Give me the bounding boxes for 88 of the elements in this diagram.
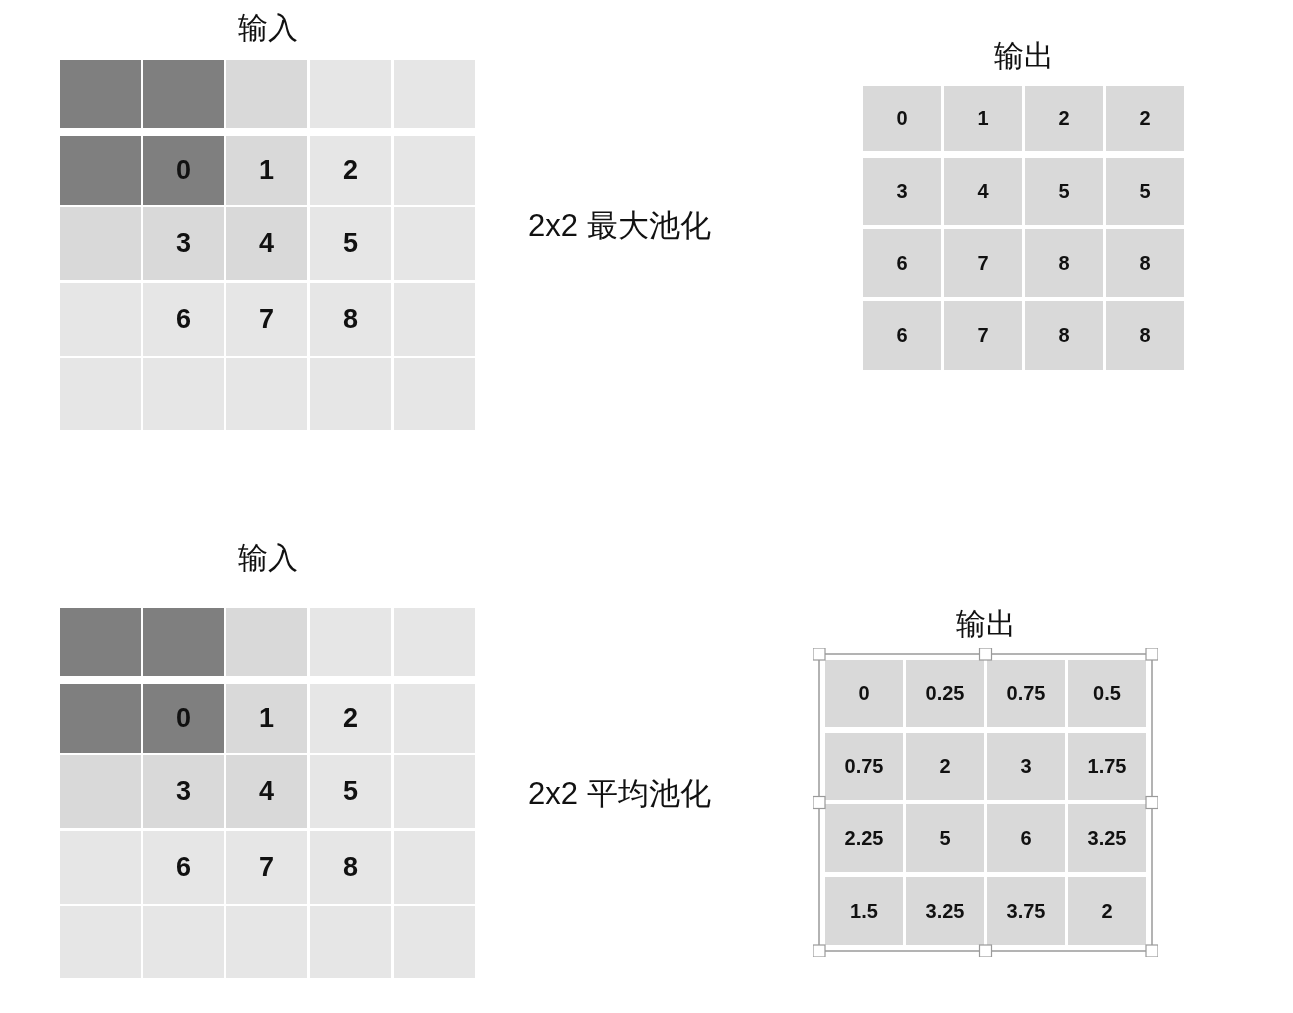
- grid-cell: [143, 60, 224, 128]
- grid-cell: [226, 60, 307, 128]
- operation-label: 2x2 最大池化: [528, 207, 711, 245]
- grid-cell: [394, 608, 475, 676]
- grid-cell: 3: [143, 207, 224, 280]
- grid-cell: [60, 358, 141, 430]
- grid-cell: 1: [944, 86, 1022, 151]
- grid-cell: 6: [863, 301, 941, 370]
- grid-cell: 0: [143, 136, 224, 205]
- grid-cell: [310, 358, 391, 430]
- grid-cell: 6: [143, 831, 224, 904]
- grid-cell: 5: [1025, 158, 1103, 225]
- grid-cell: 4: [944, 158, 1022, 225]
- grid-cell: 3: [987, 733, 1065, 800]
- grid-cell: 0: [143, 684, 224, 753]
- grid-cell: 2: [906, 733, 984, 800]
- grid-cell: 0.5: [1068, 660, 1146, 727]
- grid-cell: [60, 755, 141, 828]
- grid-cell: 8: [1025, 301, 1103, 370]
- grid-cell: 8: [1106, 301, 1184, 370]
- grid-cell: 8: [1106, 229, 1184, 297]
- grid-cell: 5: [1106, 158, 1184, 225]
- grid-cell: [394, 136, 475, 205]
- grid-cell: [143, 358, 224, 430]
- grid-heading: 输出: [992, 38, 1055, 74]
- grid-cell: [394, 684, 475, 753]
- grid-cell: 2: [310, 136, 391, 205]
- grid-cell: [394, 207, 475, 280]
- grid-cell: 7: [944, 229, 1022, 297]
- grid-cell: 6: [987, 804, 1065, 872]
- grid-cell: 3.25: [906, 877, 984, 945]
- grid-cell: [143, 906, 224, 978]
- grid-cell: 7: [226, 831, 307, 904]
- grid-cell: [60, 207, 141, 280]
- grid-cell: 0.75: [825, 733, 903, 800]
- grid-cell: 5: [310, 207, 391, 280]
- grid-cell: [226, 358, 307, 430]
- grid-cell: [226, 608, 307, 676]
- grid-cell: 4: [226, 755, 307, 828]
- grid-cell: [310, 608, 391, 676]
- grid-cell: 6: [863, 229, 941, 297]
- grid-cell: [394, 831, 475, 904]
- grid-heading: 输入: [236, 10, 299, 46]
- grid-cell: 8: [1025, 229, 1103, 297]
- grid-cell: [226, 906, 307, 978]
- grid-cell: 2: [1106, 86, 1184, 151]
- grid-cell: [60, 831, 141, 904]
- grid-cell: [394, 60, 475, 128]
- grid-cell: 3.75: [987, 877, 1065, 945]
- grid-cell: [394, 755, 475, 828]
- grid-cell: [394, 283, 475, 356]
- grid-cell: 7: [944, 301, 1022, 370]
- grid-cell: 7: [226, 283, 307, 356]
- grid-cell: [60, 136, 141, 205]
- grid-cell: [60, 906, 141, 978]
- grid-cell: [60, 608, 141, 676]
- grid-cell: 1: [226, 684, 307, 753]
- grid-cell: 2: [1025, 86, 1103, 151]
- grid-cell: 1.75: [1068, 733, 1146, 800]
- grid-cell: 4: [226, 207, 307, 280]
- grid-cell: 0.75: [987, 660, 1065, 727]
- operation-label: 2x2 平均池化: [528, 775, 711, 813]
- grid-cell: 8: [310, 283, 391, 356]
- grid-cell: [60, 283, 141, 356]
- grid-cell: [143, 608, 224, 676]
- grid-cell: [310, 906, 391, 978]
- grid-cell: [60, 684, 141, 753]
- grid-cell: 8: [310, 831, 391, 904]
- grid-heading: 输入: [236, 540, 299, 576]
- grid-cell: [310, 60, 391, 128]
- grid-cell: 3.25: [1068, 804, 1146, 872]
- grid-cell: 2: [1068, 877, 1146, 945]
- grid-cell: [60, 60, 141, 128]
- grid-cell: 0: [863, 86, 941, 151]
- grid-cell: 2.25: [825, 804, 903, 872]
- grid-cell: 0.25: [906, 660, 984, 727]
- grid-cell: 1: [226, 136, 307, 205]
- grid-cell: [394, 906, 475, 978]
- grid-cell: 5: [310, 755, 391, 828]
- grid-cell: 5: [906, 804, 984, 872]
- grid-cell: 2: [310, 684, 391, 753]
- grid-cell: 6: [143, 283, 224, 356]
- grid-cell: 3: [863, 158, 941, 225]
- grid-heading: 输出: [954, 606, 1017, 642]
- grid-cell: 1.5: [825, 877, 903, 945]
- grid-cell: 3: [143, 755, 224, 828]
- grid-cell: [394, 358, 475, 430]
- grid-cell: 0: [825, 660, 903, 727]
